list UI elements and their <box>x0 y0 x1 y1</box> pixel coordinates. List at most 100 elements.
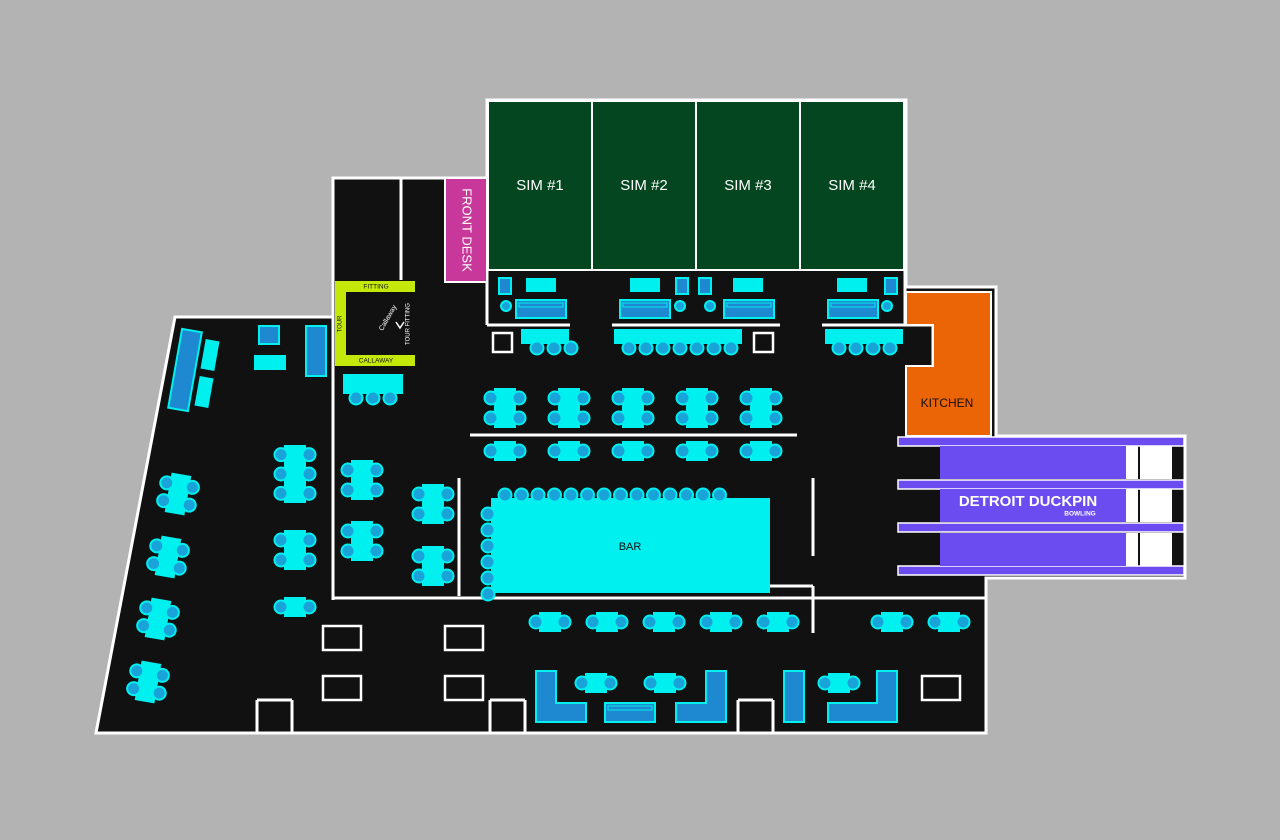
side-sofa[interactable] <box>305 325 327 377</box>
side-chair-seat <box>677 279 687 293</box>
chair-seat <box>671 675 687 691</box>
chair-seat <box>480 538 496 554</box>
dining-table[interactable] <box>273 597 317 617</box>
chair-seat <box>439 506 455 522</box>
sofa[interactable] <box>604 702 656 723</box>
counter-with-stools[interactable] <box>343 374 403 406</box>
chair-seat <box>580 487 595 503</box>
tilted-table[interactable] <box>125 659 170 705</box>
sofa[interactable] <box>827 299 879 319</box>
corner-sofa[interactable] <box>827 670 898 723</box>
bowling-lane[interactable] <box>940 489 1126 522</box>
counter-with-stools[interactable] <box>825 329 903 356</box>
ottoman[interactable] <box>200 339 220 371</box>
chair-seat <box>575 390 591 406</box>
chair-seat <box>411 486 427 502</box>
dining-table[interactable] <box>411 546 455 586</box>
tilted-table[interactable] <box>155 471 200 517</box>
chair-seat <box>273 552 289 568</box>
dining-table[interactable] <box>273 530 317 570</box>
dining-table[interactable] <box>699 612 743 632</box>
dining-table[interactable] <box>675 441 719 461</box>
chair-seat <box>574 675 590 691</box>
sofa[interactable] <box>619 299 671 319</box>
chair-seat <box>848 340 864 356</box>
coffee-table[interactable] <box>837 278 867 292</box>
chair-seat <box>301 552 317 568</box>
bowling-subtitle: BOWLING <box>1064 511 1095 518</box>
coffee-table[interactable] <box>733 278 763 292</box>
counter-with-stools[interactable] <box>614 329 742 356</box>
chair-seat <box>273 599 289 615</box>
table-top <box>881 612 903 632</box>
dining-table[interactable] <box>642 612 686 632</box>
table-top <box>422 484 444 524</box>
chair-seat <box>675 390 691 406</box>
side-chair-seat <box>500 279 510 293</box>
corner-sofa[interactable] <box>675 670 727 723</box>
chair-seat <box>556 614 572 630</box>
pin-deck <box>1140 533 1172 566</box>
coffee-table[interactable] <box>254 355 286 370</box>
corner-sofa[interactable] <box>535 670 587 723</box>
chair-seat <box>382 390 398 406</box>
front-desk[interactable]: FRONT DESK <box>444 177 488 283</box>
dining-table[interactable] <box>739 441 783 461</box>
dining-table[interactable] <box>483 441 527 461</box>
main-bar[interactable]: BAR <box>480 487 771 602</box>
dining-table[interactable] <box>411 484 455 524</box>
chair-seat <box>870 614 886 630</box>
tilted-table[interactable] <box>145 534 190 580</box>
tilted-table[interactable] <box>135 596 180 642</box>
chair-seat <box>273 447 289 463</box>
dining-table[interactable] <box>340 521 384 561</box>
sofa[interactable] <box>723 299 775 319</box>
ottoman[interactable] <box>194 376 214 408</box>
dining-table[interactable] <box>483 388 527 428</box>
dining-table[interactable] <box>340 460 384 500</box>
armchair[interactable] <box>258 325 280 345</box>
bowling-lane[interactable] <box>940 446 1126 479</box>
dining-table[interactable] <box>739 388 783 428</box>
chair-seat <box>706 340 722 356</box>
sofa-cushion <box>726 302 772 308</box>
table-top <box>750 388 772 428</box>
dining-table[interactable] <box>870 612 914 632</box>
bowling-lane[interactable] <box>940 533 1126 566</box>
dining-table[interactable] <box>643 673 687 693</box>
dining-table[interactable] <box>927 612 971 632</box>
counter-with-stools[interactable] <box>521 329 579 356</box>
dining-table[interactable] <box>817 673 861 693</box>
chair-seat <box>273 532 289 548</box>
sofa[interactable] <box>515 299 567 319</box>
dining-table[interactable] <box>547 388 591 428</box>
sim-bay-2[interactable]: SIM #2 <box>591 100 697 271</box>
coffee-table[interactable] <box>630 278 660 292</box>
sofa-cushion <box>607 705 653 711</box>
lounge-sofa[interactable] <box>167 327 203 413</box>
dining-table[interactable] <box>756 612 800 632</box>
side-sofa[interactable] <box>783 670 805 723</box>
sim-bay-1[interactable]: SIM #1 <box>487 100 593 271</box>
dining-table[interactable] <box>611 441 655 461</box>
dining-table[interactable] <box>611 388 655 428</box>
dining-table[interactable] <box>547 441 591 461</box>
furniture-layer <box>125 277 971 723</box>
kitchen-label: KITCHEN <box>921 396 974 410</box>
chair-seat <box>164 604 180 620</box>
chair-seat <box>602 675 618 691</box>
dining-table[interactable] <box>574 673 618 693</box>
dining-table[interactable] <box>675 388 719 428</box>
chair-seat <box>480 554 496 570</box>
table-top <box>351 521 373 561</box>
chair-seat <box>613 614 629 630</box>
dining-table[interactable] <box>528 612 572 632</box>
table-top <box>494 388 516 428</box>
dining-table[interactable] <box>585 612 629 632</box>
sim-bay-4[interactable]: SIM #4 <box>799 100 905 271</box>
coffee-table[interactable] <box>526 278 556 292</box>
dining-table[interactable] <box>273 445 317 503</box>
sim-bay-3[interactable]: SIM #3 <box>695 100 801 271</box>
